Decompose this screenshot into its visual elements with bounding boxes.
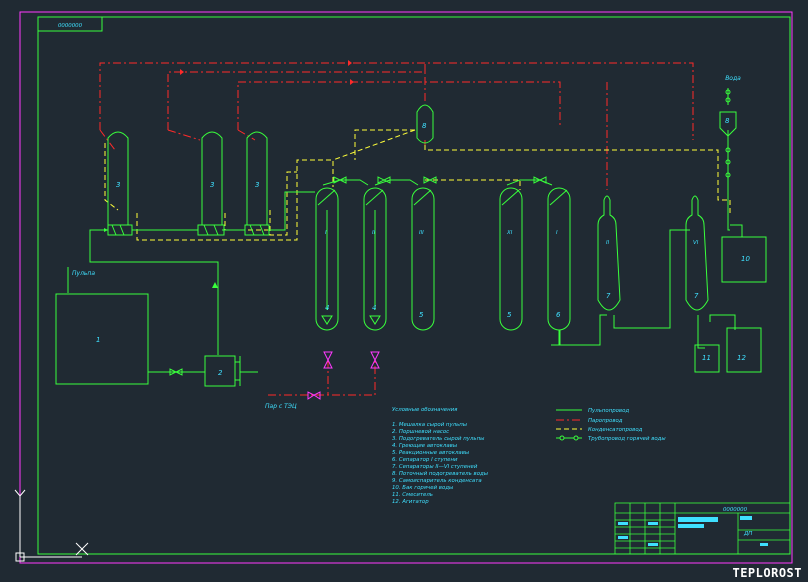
line-legend-condensate: Конденсатопровод (588, 427, 643, 433)
legend-item: 5. Реакционные автоклавы (392, 450, 470, 456)
corner-tag-box (37, 16, 103, 32)
steam-lines (99, 62, 694, 396)
line-legend: Пульпопровод Паропровод Конденсатопровод… (556, 408, 666, 442)
valve-icon (323, 351, 333, 362)
legend-item: 9. Самоиспаритель конденсата (392, 478, 482, 484)
line-legend-steam: Паропровод (588, 418, 623, 424)
hot-water-tank-10 (721, 236, 767, 283)
heater-3c (244, 131, 270, 236)
pump-2 (204, 355, 236, 387)
steam-arrows (180, 60, 354, 85)
label-separator-vi: VI (693, 240, 699, 246)
label-heater-3a: 3 (116, 181, 120, 189)
valve-icon (370, 351, 380, 362)
heater-3a (107, 131, 133, 236)
label-num-5a: 5 (419, 311, 424, 319)
agitator-12 (726, 327, 762, 373)
condensate-lines (104, 129, 731, 241)
autoclave-1 (315, 187, 339, 331)
label-pump-2: 2 (218, 369, 223, 377)
label-evaporator-8: 8 (725, 117, 730, 125)
label-num-4b: 4 (372, 304, 376, 312)
watermark: TEPLOROST (732, 566, 802, 580)
title-block (614, 502, 791, 555)
label-heater-3b: 3 (210, 181, 214, 189)
outer-frame (19, 11, 793, 564)
separator-1 (547, 187, 571, 346)
autoclave-2 (363, 187, 387, 331)
valve-icon (169, 368, 178, 376)
legend-item: 2. Поршневой насос (392, 429, 449, 435)
label-num-5b: 5 (507, 311, 512, 319)
inner-frame (37, 16, 791, 555)
label-autoclave-3: III (419, 230, 424, 236)
corner-tag: 0000000 (58, 23, 83, 29)
title-block-fills (618, 516, 768, 546)
ucs-axis-icon (14, 489, 89, 562)
label-tank-10: 10 (741, 255, 750, 263)
title-block-sheet: ДП (743, 531, 752, 537)
heater-3b (197, 131, 225, 236)
mixer-1 (55, 293, 149, 385)
label-num-7b: 7 (694, 292, 699, 300)
legend-item: 10. Бак горячей воды (392, 485, 454, 491)
legend-item: 6. Сепаратор I ступени (392, 457, 458, 463)
label-tank-11: 11 (702, 354, 711, 362)
separator-7a (597, 195, 621, 311)
label-autoclave-1: I (325, 230, 327, 236)
legend-item: 3. Подогреватель сырой пульпы (392, 436, 485, 442)
legend-title: Условные обозначения (392, 407, 458, 413)
pulp-label: Пульпа (72, 270, 95, 277)
valve-icon (307, 391, 315, 400)
mixer-11 (694, 344, 720, 373)
label-separator-1: I (556, 230, 558, 236)
water-heater-8 (416, 104, 434, 144)
label-num-4a: 4 (325, 304, 329, 312)
legend-item: 12. Агитатор (392, 499, 429, 505)
self-evaporator-8 (719, 111, 737, 137)
label-tank-12: 12 (737, 354, 746, 362)
label-num-6: 6 (556, 311, 561, 319)
equipment (55, 104, 767, 387)
label-separator-ii: II (606, 240, 610, 246)
autoclave-3 (411, 187, 435, 331)
legend-item: 1. Мешалка сырой пульпы (392, 422, 468, 428)
legend-list: 1. Мешалка сырой пульпы 2. Поршневой нас… (392, 422, 489, 505)
legend-item: 8. Поточный подогреватель воды (392, 471, 489, 477)
steam-valves (307, 351, 380, 400)
title-block-code: 0000000 (723, 507, 748, 513)
label-num-7a: 7 (606, 292, 611, 300)
top-valves (333, 89, 731, 184)
flow-arrows (104, 228, 218, 288)
legend-item: 4. Греющие автоклавы (392, 443, 458, 449)
legend-item: 11. Смеситель (392, 492, 433, 498)
autoclave-11 (499, 187, 523, 331)
water-label: Вода (725, 75, 741, 82)
label-autoclave-11: XI (506, 230, 513, 236)
label-autoclave-2: II (372, 230, 376, 236)
label-heater-3c: 3 (255, 181, 259, 189)
label-heater-8: 8 (422, 122, 427, 130)
label-mixer-1: 1 (96, 336, 100, 344)
line-legend-pulp: Пульпопровод (588, 408, 629, 414)
line-legend-hotwater: Трубопровод горячей воды (588, 436, 666, 442)
legend-item: 7. Сепараторы II—VI ступеней (392, 464, 478, 470)
separator-7b (685, 195, 709, 311)
steam-source-label: Пар с ТЭЦ (265, 403, 297, 410)
